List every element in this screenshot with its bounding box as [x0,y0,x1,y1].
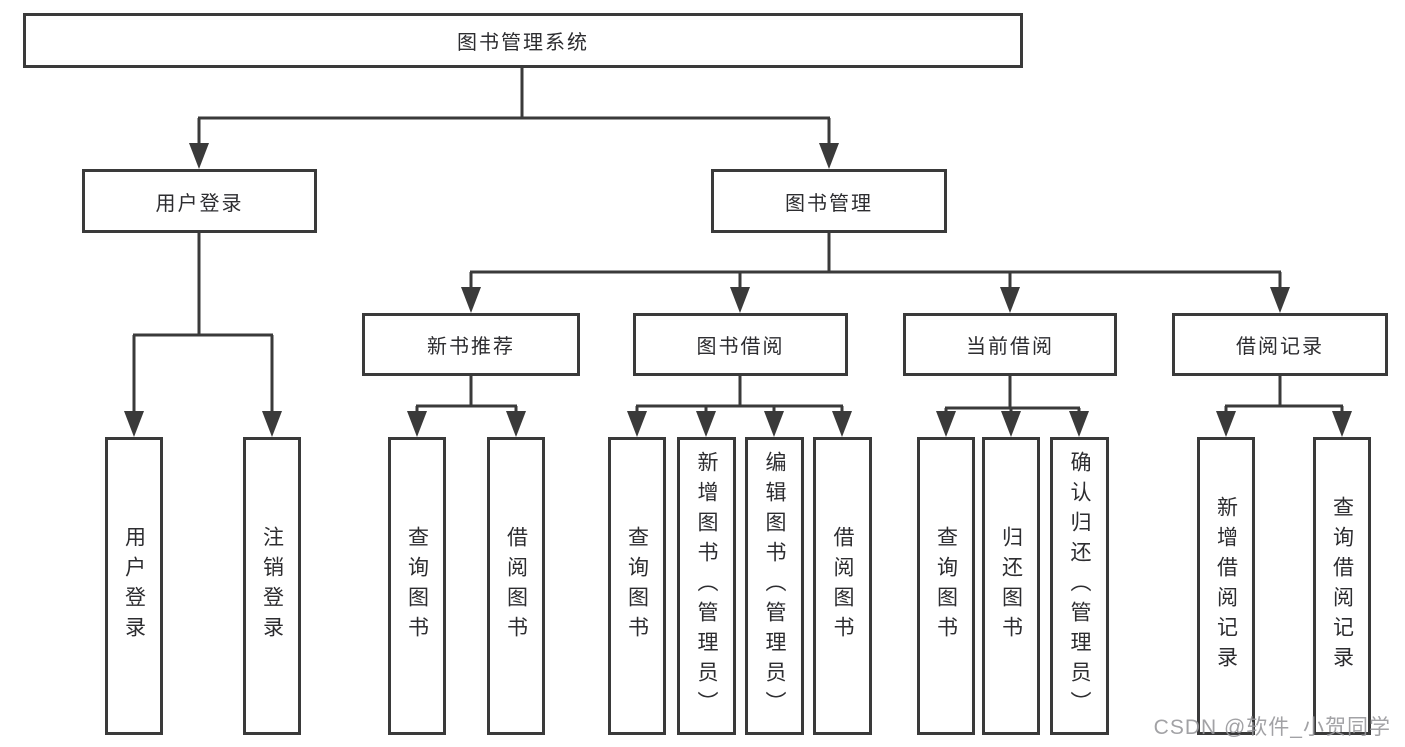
arrowhead [1069,411,1089,437]
arrowhead [1000,287,1020,313]
node-leaf-cb-confirm-return-admin: 确认归还（管理员） [1050,437,1109,735]
node-current-borrowing: 当前借阅 [903,313,1117,376]
node-label-leaf-br-search-record: 查询借阅记录 [1330,496,1354,676]
node-label-leaf-bb-add-book-admin: 新增图书（管理员） [695,451,718,721]
node-leaf-nb-borrow-book: 借阅图书 [487,437,545,735]
node-book-management: 图书管理 [711,169,947,233]
node-label-leaf-nb-search-book: 查询图书 [405,526,429,646]
node-leaf-cb-search-book: 查询图书 [917,437,975,735]
arrowhead [506,411,526,437]
node-book-borrowing: 图书借阅 [633,313,848,376]
node-label-leaf-bb-borrow-book: 借阅图书 [831,526,854,646]
arrowhead [627,411,647,437]
node-label-leaf-br-add-record: 新增借阅记录 [1214,496,1238,676]
node-leaf-logout-login: 注销登录 [243,437,301,735]
arrowhead [819,143,839,169]
node-label-leaf-cb-confirm-return-admin: 确认归还（管理员） [1068,451,1091,721]
node-label-root: 图书管理系统 [457,32,589,54]
node-leaf-bb-borrow-book: 借阅图书 [813,437,872,735]
arrowhead [461,287,481,313]
node-label-book-borrowing: 图书借阅 [696,336,785,358]
arrowhead [696,411,716,437]
node-leaf-user-login: 用户登录 [105,437,163,735]
arrowhead [936,411,956,437]
arrowhead [730,287,750,313]
arrowhead [1216,411,1236,437]
arrowhead [1332,411,1352,437]
node-leaf-cb-return-book: 归还图书 [982,437,1040,735]
arrowhead [189,143,209,169]
arrowhead [1001,411,1021,437]
watermark: CSDN @软件_小贺同学 [1153,716,1391,739]
node-user-login: 用户登录 [82,169,317,233]
node-label-borrowing-records: 借阅记录 [1236,336,1324,358]
node-new-book-recommend: 新书推荐 [362,313,580,376]
arrowhead [1270,287,1290,313]
node-label-book-management: 图书管理 [785,192,873,215]
arrowhead [764,411,784,437]
node-label-leaf-bb-search-book: 查询图书 [625,526,649,646]
node-label-leaf-bb-edit-book-admin: 编辑图书（管理员） [763,451,786,721]
node-leaf-br-add-record: 新增借阅记录 [1197,437,1255,735]
node-borrowing-records: 借阅记录 [1172,313,1388,376]
node-leaf-bb-edit-book-admin: 编辑图书（管理员） [745,437,804,735]
node-label-leaf-user-login: 用户登录 [122,526,146,646]
node-label-leaf-logout-login: 注销登录 [260,526,284,646]
node-label-current-borrowing: 当前借阅 [966,336,1054,358]
arrowhead [407,411,427,437]
node-label-new-book-recommend: 新书推荐 [427,336,515,358]
node-label-leaf-nb-borrow-book: 借阅图书 [504,526,528,646]
node-leaf-br-search-record: 查询借阅记录 [1313,437,1371,735]
node-root: 图书管理系统 [23,13,1023,68]
arrowhead [262,411,282,437]
node-leaf-bb-search-book: 查询图书 [608,437,666,735]
node-label-user-login: 用户登录 [155,192,244,215]
arrowhead [832,411,852,437]
node-label-leaf-cb-return-book: 归还图书 [999,526,1023,646]
arrowhead [124,411,144,437]
node-leaf-nb-search-book: 查询图书 [388,437,446,735]
node-leaf-bb-add-book-admin: 新增图书（管理员） [677,437,736,735]
node-label-leaf-cb-search-book: 查询图书 [934,526,958,646]
